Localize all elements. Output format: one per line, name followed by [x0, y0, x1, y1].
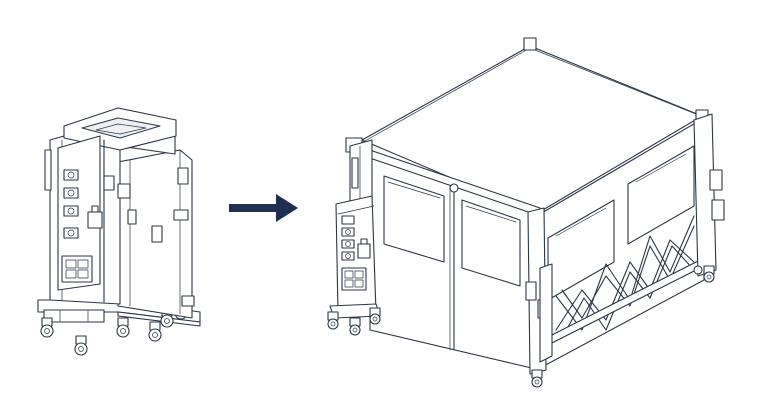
- shelter-side-wall: [539, 113, 725, 369]
- deployed-shelter: [327, 37, 725, 388]
- compact-unit-front-block: [44, 107, 177, 305]
- switch-icon: [87, 205, 103, 229]
- outlet-icon: [63, 187, 79, 199]
- wheel-icon: [74, 335, 88, 356]
- wheel-icon: [349, 317, 361, 336]
- wheel-icon: [369, 307, 381, 325]
- outlet-icon: [341, 227, 355, 237]
- breaker-panel-icon: [341, 267, 367, 291]
- wheel-icon: [116, 317, 130, 338]
- outlet-icon: [63, 227, 79, 239]
- wheel-icon: [40, 317, 54, 338]
- wheel-icon: [327, 311, 339, 330]
- outlet-icon: [63, 205, 79, 217]
- wheel-icon: [693, 265, 703, 275]
- wheel-icon: [148, 321, 162, 342]
- outlet-icon: [63, 169, 79, 181]
- utility-module: [327, 139, 381, 336]
- breaker-panel-icon: [61, 255, 93, 283]
- outlet-icon: [341, 251, 355, 261]
- switch-icon: [357, 238, 371, 259]
- arrow-right-icon: [229, 194, 298, 222]
- compact-unit-side-block: [117, 149, 195, 319]
- wheel-icon: [703, 265, 715, 283]
- compact-unit: [37, 107, 201, 356]
- outlet-icon: [341, 239, 355, 249]
- wheel-icon: [531, 369, 543, 388]
- shelter-front-wall: [357, 145, 553, 388]
